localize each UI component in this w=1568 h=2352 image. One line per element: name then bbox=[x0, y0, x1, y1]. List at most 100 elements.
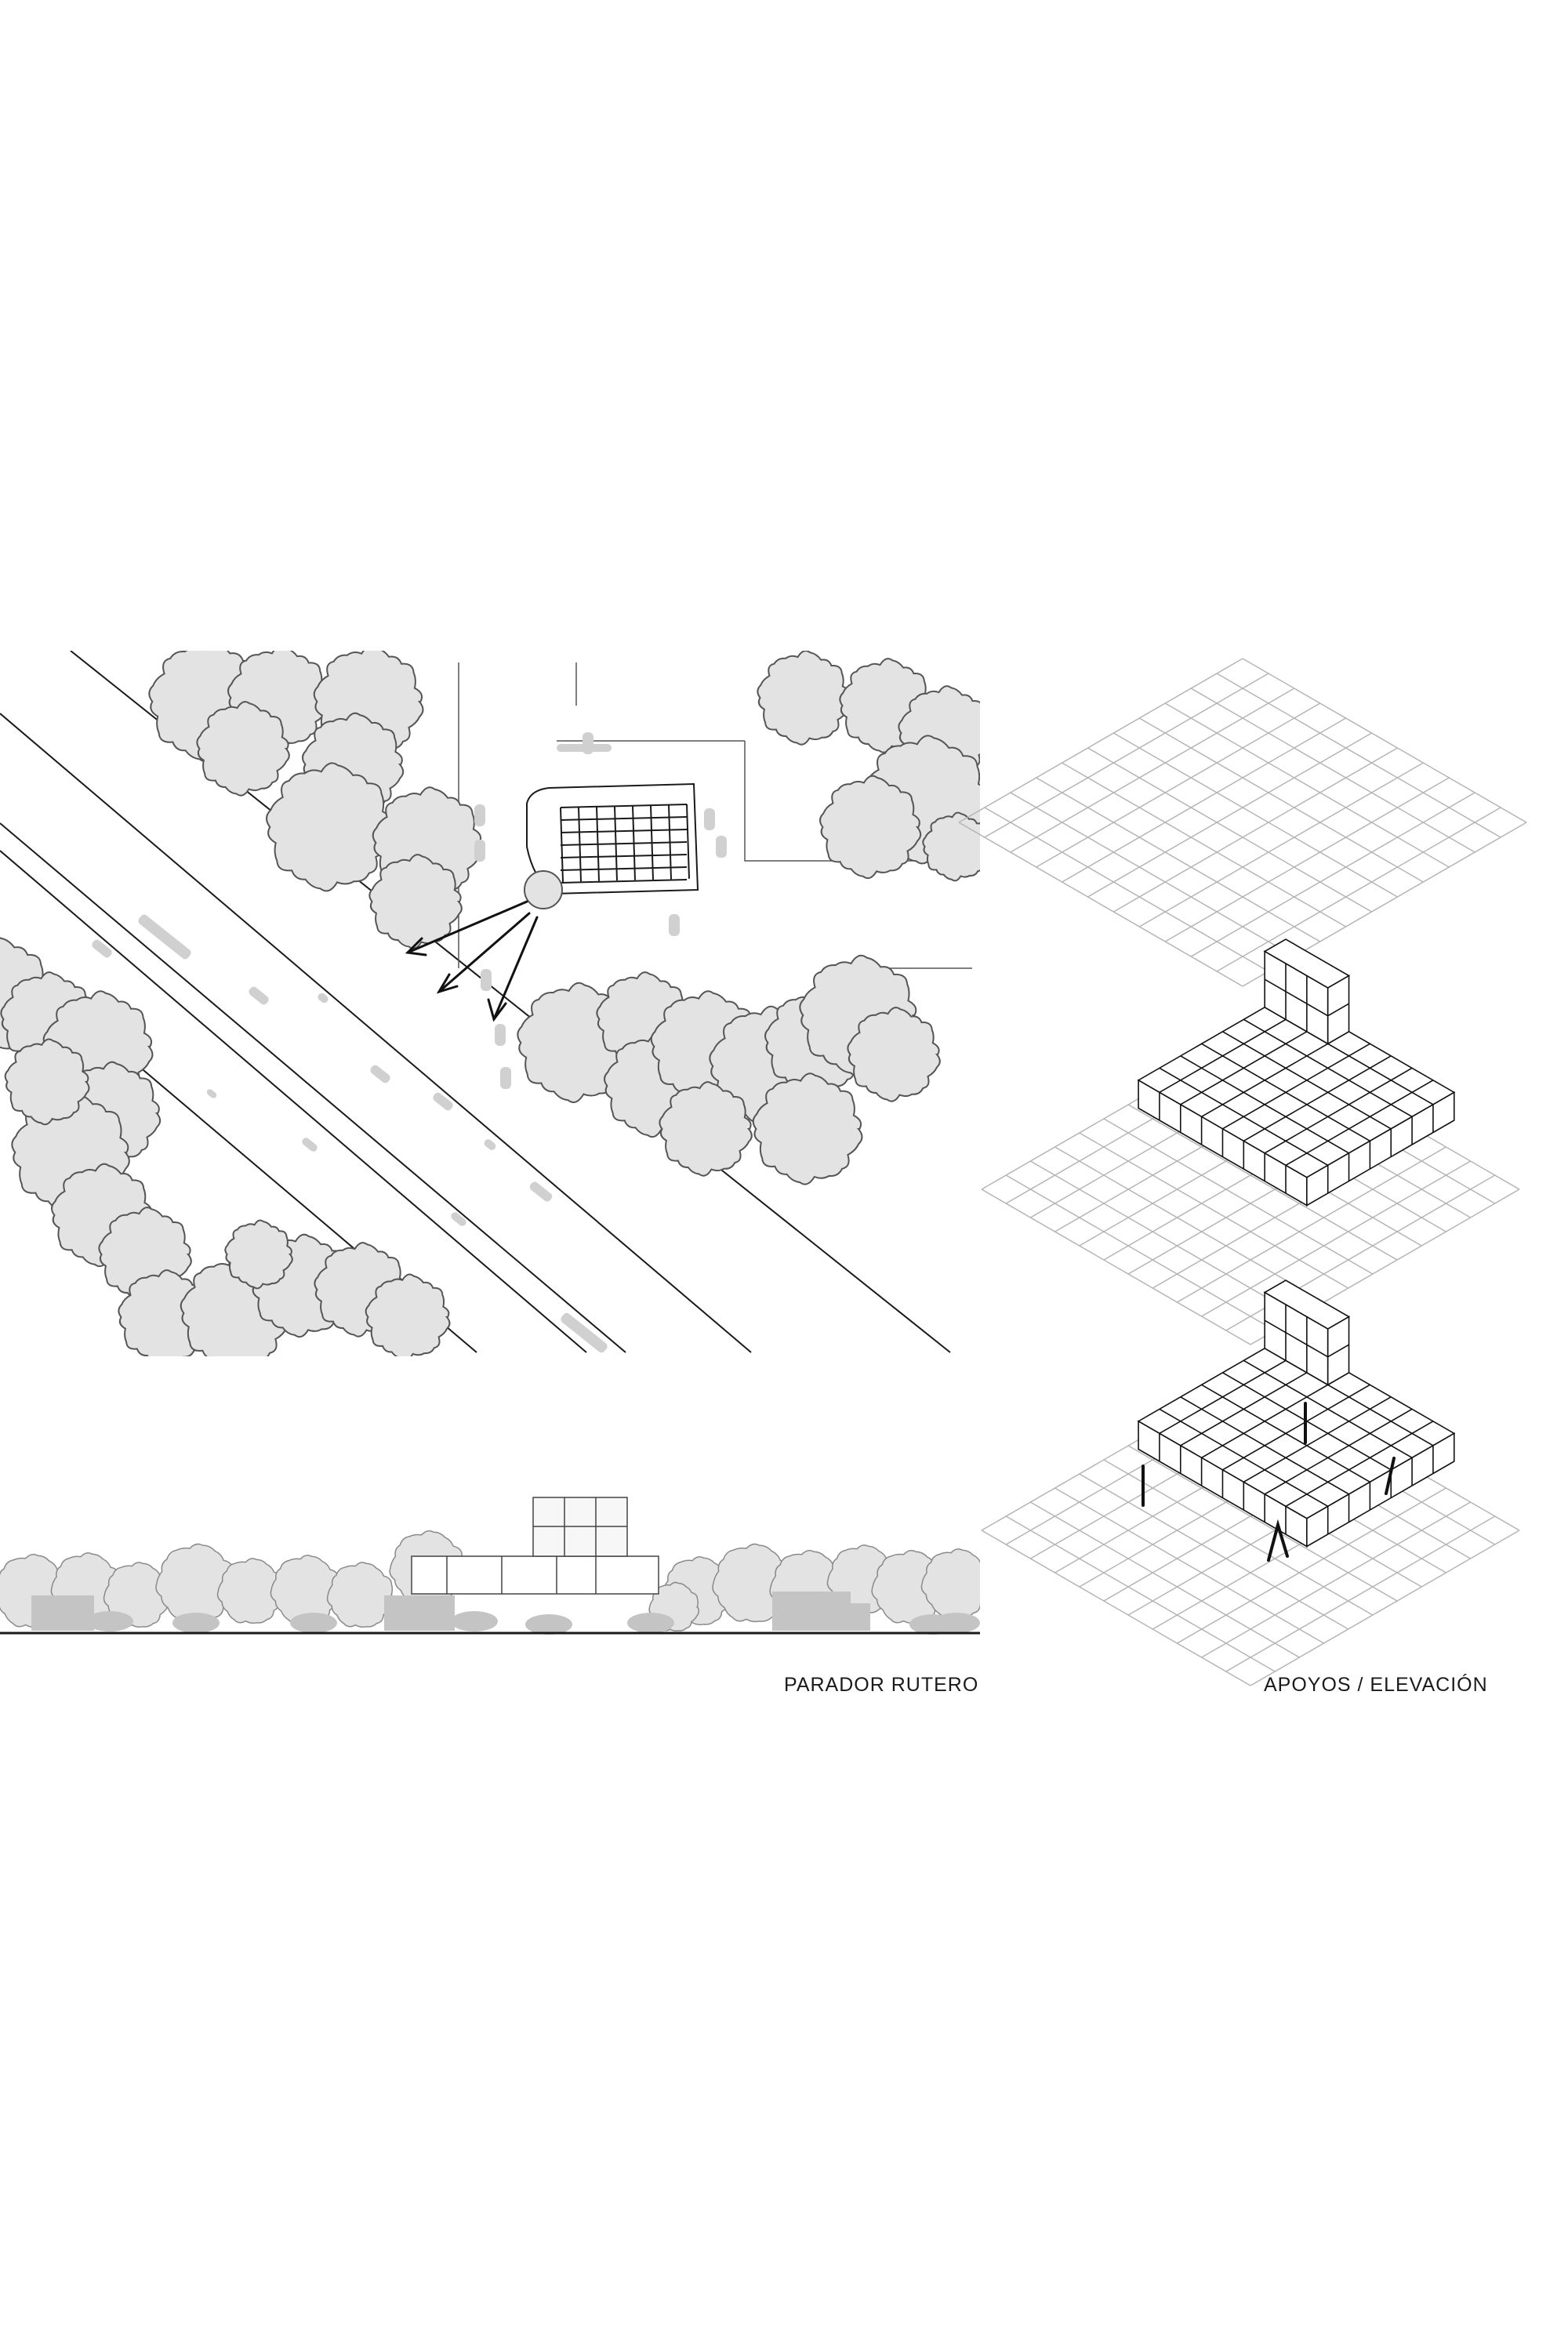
iso-grid-line bbox=[1113, 747, 1398, 913]
parked-car bbox=[716, 836, 727, 858]
tree-canopy bbox=[224, 1219, 293, 1290]
tower-grid-line bbox=[1264, 978, 1349, 1017]
top-grid-line bbox=[1222, 1384, 1370, 1471]
plan-grid-line bbox=[560, 879, 688, 884]
elevation-car bbox=[627, 1613, 674, 1633]
iso-grid-line bbox=[1005, 1174, 1276, 1331]
iso-grid-line bbox=[1177, 1146, 1446, 1303]
iso-grid-line bbox=[1164, 777, 1450, 942]
vehicle bbox=[249, 986, 269, 1005]
iso-grid-line bbox=[1036, 777, 1321, 942]
iso-grid-line bbox=[1036, 702, 1321, 868]
iso-grid-line bbox=[1087, 747, 1372, 913]
elevation-tree bbox=[712, 1543, 793, 1623]
top-grid-line bbox=[1201, 1043, 1370, 1142]
support-fork bbox=[1267, 1519, 1289, 1562]
iso-grid-line bbox=[1103, 1459, 1374, 1616]
iso-grid-line bbox=[984, 673, 1269, 838]
iso-grid-line bbox=[1062, 717, 1347, 883]
plan-grid-line bbox=[560, 854, 688, 858]
iso-grid-line bbox=[1138, 762, 1424, 927]
volume-side bbox=[1306, 1432, 1455, 1548]
parked-car bbox=[500, 1067, 511, 1089]
vehicle bbox=[433, 1092, 453, 1111]
parked-vehicles bbox=[92, 732, 727, 1353]
iso-grid-line bbox=[1030, 1501, 1300, 1658]
iso-grid-line bbox=[1177, 1487, 1446, 1644]
volume bbox=[1137, 938, 1456, 1207]
top-grid-line bbox=[1285, 1421, 1434, 1508]
elevation-car bbox=[909, 1614, 956, 1635]
parked-car bbox=[669, 914, 680, 936]
elevation-car bbox=[451, 1611, 498, 1632]
volume bbox=[1137, 1279, 1456, 1548]
iso-grid-line bbox=[1127, 1445, 1398, 1602]
iso-grid bbox=[958, 658, 1527, 987]
vehicle bbox=[529, 1181, 553, 1202]
top-grid-line bbox=[1201, 1372, 1349, 1459]
tree-canopy bbox=[752, 1073, 863, 1185]
elevation-tree bbox=[216, 1558, 285, 1624]
roundabout bbox=[524, 870, 563, 909]
tree-canopy bbox=[922, 811, 980, 882]
tower-grid-line bbox=[1264, 1319, 1349, 1358]
top-grid-line bbox=[1243, 1396, 1392, 1483]
parked-car bbox=[704, 808, 715, 830]
caption-apoyos-elevacion: APOYOS / ELEVACIÓN bbox=[1264, 1674, 1488, 1696]
tree-canopy bbox=[4, 1038, 90, 1126]
elevation-car bbox=[172, 1613, 220, 1633]
top-grid-line bbox=[1159, 1067, 1329, 1167]
tree-canopy bbox=[365, 1273, 451, 1356]
iso-grid-line bbox=[1079, 1132, 1349, 1289]
tree-canopy bbox=[196, 701, 290, 797]
top-grid-line bbox=[1243, 1359, 1413, 1459]
iso-grid-line bbox=[1010, 688, 1295, 853]
iso-grid-line bbox=[1054, 1146, 1324, 1303]
iso-grid-line bbox=[1054, 1487, 1324, 1644]
iso-grid-line bbox=[1250, 1530, 1520, 1686]
top-grid-line bbox=[1180, 1396, 1349, 1495]
tree-canopy bbox=[659, 1081, 753, 1177]
top-grid-line bbox=[1180, 1055, 1349, 1154]
iso-grid-line bbox=[1190, 688, 1475, 853]
elevation-tree bbox=[326, 1562, 394, 1628]
plan-grid-line bbox=[560, 866, 688, 871]
iso-grid-line bbox=[1216, 673, 1501, 838]
iso-grid-line bbox=[1201, 1160, 1471, 1317]
tree-canopy bbox=[266, 762, 394, 892]
parked-car bbox=[495, 1024, 506, 1046]
axonometric-supports-elevation bbox=[981, 1279, 1520, 1686]
top-grid-line bbox=[1222, 1043, 1370, 1130]
elevation-truck bbox=[835, 1603, 870, 1631]
iso-grid-line bbox=[1164, 702, 1450, 868]
parked-car bbox=[474, 840, 485, 862]
top-grid-line bbox=[1243, 1018, 1413, 1118]
iso-grid-line bbox=[1079, 1473, 1349, 1630]
elevation-tree bbox=[920, 1548, 980, 1618]
vehicle bbox=[318, 993, 328, 1004]
iso-grid-line bbox=[1005, 1515, 1276, 1672]
vehicle bbox=[92, 939, 112, 958]
top-grid-line bbox=[1243, 1055, 1392, 1142]
iso-grid-line bbox=[1138, 717, 1424, 883]
iso-grid-line bbox=[1062, 762, 1347, 927]
plan-grid-line bbox=[560, 841, 688, 846]
site-plan bbox=[0, 651, 980, 1356]
iso-grid-line bbox=[984, 807, 1269, 972]
iso-grid-line bbox=[1201, 1501, 1471, 1658]
top-grid-line bbox=[1159, 1348, 1308, 1435]
vehicle bbox=[206, 1089, 217, 1098]
iso-grid-line bbox=[1113, 732, 1398, 898]
iso-grid-line bbox=[1242, 658, 1527, 823]
top-grid-line bbox=[1285, 1080, 1434, 1167]
axonometric-grid-base bbox=[958, 658, 1527, 987]
vehicle bbox=[370, 1065, 390, 1083]
elevation-car bbox=[525, 1614, 572, 1635]
iso-grid bbox=[981, 1374, 1520, 1686]
iso-grid-line bbox=[981, 1530, 1251, 1686]
tree-canopy bbox=[757, 651, 851, 746]
vehicle bbox=[138, 914, 191, 960]
vehicle bbox=[302, 1138, 318, 1152]
iso-grid-line bbox=[1190, 792, 1475, 957]
